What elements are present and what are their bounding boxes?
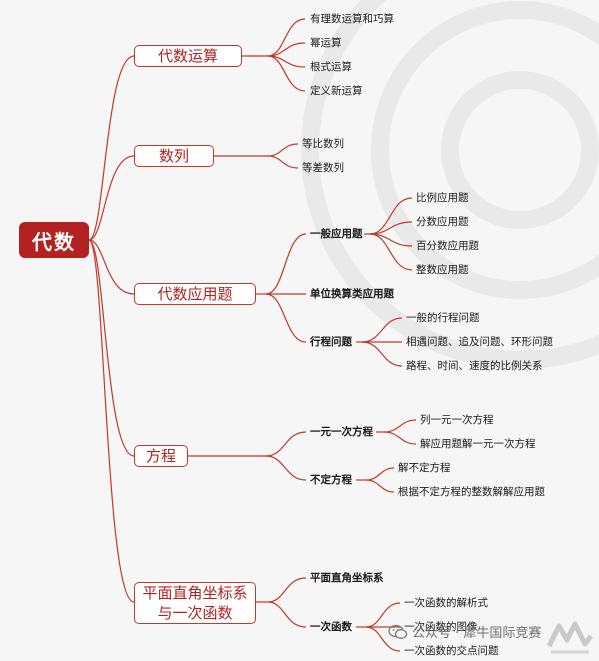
leaf-item: 百分数应用题 xyxy=(416,240,479,252)
connector xyxy=(88,239,135,457)
connector xyxy=(365,626,401,652)
connector xyxy=(383,431,417,445)
leaf-item: 一次函数的解析式 xyxy=(404,597,488,609)
watermark-text: 公众号 · 犀牛国际竞赛 xyxy=(412,626,542,641)
connector xyxy=(88,239,135,295)
watermark: 公众号 · 犀牛国际竞赛 xyxy=(388,622,541,641)
connector xyxy=(88,239,135,603)
leaf-item: 一次函数的交点问题 xyxy=(404,645,499,657)
connector xyxy=(361,317,403,343)
leaf-item: 等比数列 xyxy=(302,138,344,150)
leaf-item: 分数应用题 xyxy=(416,216,469,228)
connector xyxy=(267,55,306,92)
connector xyxy=(361,341,403,367)
connector xyxy=(267,155,299,169)
leaf-item: 比例应用题 xyxy=(416,192,469,204)
leaf-item: 根据不定方程的整数解解应用题 xyxy=(398,486,545,498)
category-equations: 方程 xyxy=(134,445,188,467)
connector xyxy=(267,577,307,603)
group-label: 一般应用题 xyxy=(310,228,363,240)
leaf-item: 相遇问题、追及问题、环形问题 xyxy=(406,336,553,348)
group-label: 平面直角坐标系 xyxy=(310,572,384,584)
category-label-line: 与一次函数 xyxy=(157,604,233,622)
connector xyxy=(365,602,401,628)
root-node: 代数 xyxy=(19,222,89,258)
connector xyxy=(265,431,307,457)
connector xyxy=(267,143,299,157)
connector xyxy=(365,479,395,493)
leaf-item: 列一元一次方程 xyxy=(420,414,494,426)
connector xyxy=(267,42,306,57)
connector xyxy=(267,18,306,57)
connector xyxy=(369,197,413,235)
leaf-item: 一次函数的图像 xyxy=(404,621,478,633)
category-sequences: 数列 xyxy=(134,145,214,167)
group-label: 行程问题 xyxy=(310,336,352,348)
group-label: 一次函数 xyxy=(310,621,352,633)
leaf-item: 路程、时间、速度的比例关系 xyxy=(406,360,543,372)
category-algebra-operations: 代数运算 xyxy=(134,45,242,67)
connector xyxy=(265,293,307,343)
leaf-item: 定义新运算 xyxy=(310,85,363,97)
category-label-line: 平面直角坐标系 xyxy=(142,584,248,602)
leaf-item: 一般的行程问题 xyxy=(406,312,480,324)
category-coordinates-linear-functions: 平面直角坐标系 与一次函数 xyxy=(134,582,256,624)
connector xyxy=(265,233,307,295)
connector xyxy=(88,155,135,241)
leaf-item: 有理数运算和巧算 xyxy=(310,13,394,25)
connector xyxy=(265,455,307,481)
leaf-item: 等差数列 xyxy=(302,162,344,174)
leaf-item: 解应用题解一元一次方程 xyxy=(420,438,536,450)
leaf-item: 解不定方程 xyxy=(398,462,451,474)
connector xyxy=(383,419,417,433)
wechat-icon xyxy=(388,624,408,639)
connector xyxy=(88,55,135,241)
leaf-item: 整数应用题 xyxy=(416,264,469,276)
connector xyxy=(267,601,307,628)
group-label: 单位换算类应用题 xyxy=(310,288,394,300)
connector xyxy=(369,233,413,271)
group-label: 不定方程 xyxy=(310,474,352,486)
leaf-item: 根式运算 xyxy=(310,61,352,73)
connector xyxy=(365,467,395,481)
group-label: 一元一次方程 xyxy=(310,426,373,438)
leaf-item: 幂运算 xyxy=(310,37,342,49)
category-word-problems: 代数应用题 xyxy=(134,283,256,305)
rhino-logo-icon xyxy=(546,621,593,654)
